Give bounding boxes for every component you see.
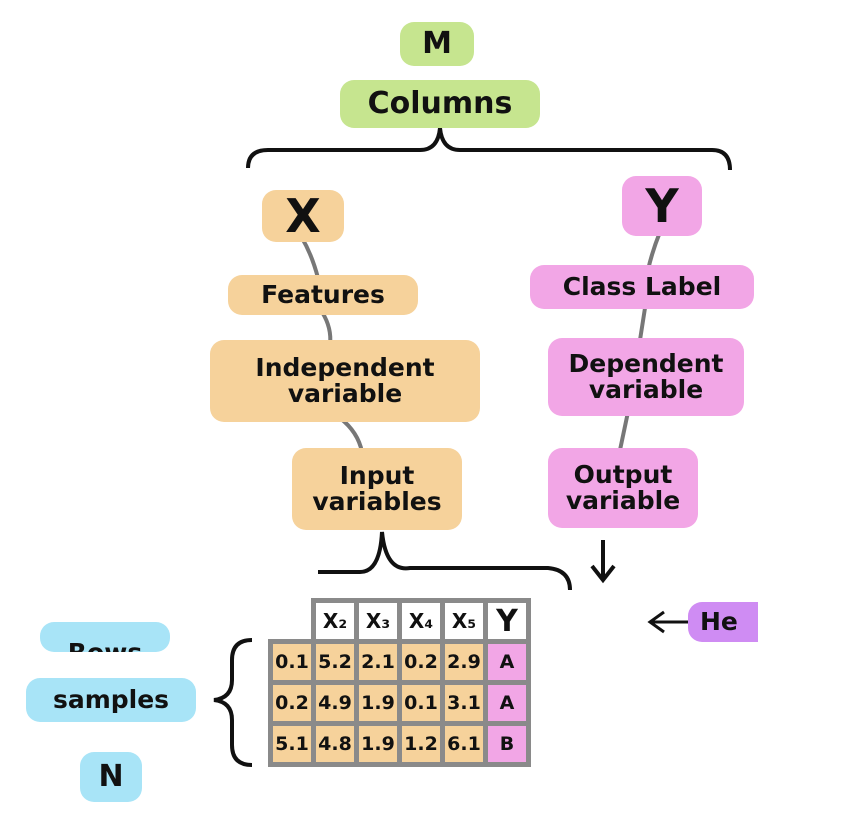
- dependent-line-2: variable: [588, 375, 704, 404]
- n-label: N: [80, 752, 142, 802]
- header-cell-y: Y: [483, 598, 531, 644]
- table-cell: 0.2: [397, 639, 445, 685]
- input-variables-label: Input variables: [292, 448, 462, 530]
- x-connector-1: [300, 236, 320, 279]
- table-cell: 2.1: [354, 639, 402, 685]
- class-label-label: Class Label: [530, 265, 754, 309]
- rows-text: Rows: [68, 639, 142, 652]
- table-cell: 1.9: [354, 680, 402, 726]
- input-line-2: variables: [312, 487, 442, 516]
- header-cell: X₄: [397, 598, 445, 644]
- output-line-2: variable: [565, 486, 681, 515]
- x-connector-3: [338, 416, 364, 453]
- table-cell: 5.2: [311, 639, 359, 685]
- table-row: 0.2 4.9 1.9 0.1 3.1 A: [268, 680, 531, 726]
- table-cell: 5.1: [268, 721, 316, 767]
- independent-variable-label: Independent variable: [210, 340, 480, 422]
- table-cell: 4.8: [311, 721, 359, 767]
- table-cell: 2.9: [440, 639, 488, 685]
- input-line-1: Input: [339, 460, 415, 490]
- table-cell: 1.2: [397, 721, 445, 767]
- header-cell: [268, 598, 316, 644]
- table-header-row: X₂ X₃ X₄ X₅ Y: [268, 598, 531, 644]
- header-cell: X₅: [440, 598, 488, 644]
- independent-line-1: Independent: [255, 352, 435, 382]
- table-row: 0.1 5.2 2.1 0.2 2.9 A: [268, 639, 531, 685]
- y-connector-2: [638, 307, 647, 341]
- table-cell: 3.1: [440, 680, 488, 726]
- output-arrow-head: [590, 564, 616, 584]
- table-cell-label: A: [483, 639, 531, 685]
- output-variable-label: Output variable: [548, 448, 698, 528]
- header-cell: X₃: [354, 598, 402, 644]
- table-cell: 4.9: [311, 680, 359, 726]
- rows-label: Rows: [40, 622, 170, 652]
- input-brace: [318, 531, 572, 591]
- table-cell: 1.9: [354, 721, 402, 767]
- y-connector-3: [618, 411, 630, 451]
- dependent-variable-label: Dependent variable: [548, 338, 744, 416]
- y-label: Y: [622, 176, 702, 236]
- columns-label: Columns: [340, 80, 540, 128]
- x-label: X: [262, 190, 344, 242]
- table-cell-label: B: [483, 721, 531, 767]
- header-tag: He: [688, 602, 758, 642]
- table-cell: 6.1: [440, 721, 488, 767]
- rows-brace: [213, 638, 253, 767]
- output-line-1: Output: [573, 459, 673, 489]
- table-cell-label: A: [483, 680, 531, 726]
- samples-label: samples: [26, 678, 196, 722]
- m-label: M: [400, 22, 474, 66]
- table-row: 5.1 4.8 1.9 1.2 6.1 B: [268, 721, 531, 767]
- header-arrow-head: [647, 610, 665, 634]
- table-cell: 0.2: [268, 680, 316, 726]
- table-cell: 0.1: [268, 639, 316, 685]
- columns-brace: [246, 127, 732, 171]
- header-cell: X₂: [311, 598, 359, 644]
- data-table: X₂ X₃ X₄ X₅ Y 0.1 5.2 2.1 0.2 2.9 A 0.2 …: [268, 598, 531, 767]
- dependent-line-1: Dependent: [568, 348, 724, 378]
- table-cell: 0.1: [397, 680, 445, 726]
- independent-line-2: variable: [287, 379, 403, 408]
- features-label: Features: [228, 275, 418, 315]
